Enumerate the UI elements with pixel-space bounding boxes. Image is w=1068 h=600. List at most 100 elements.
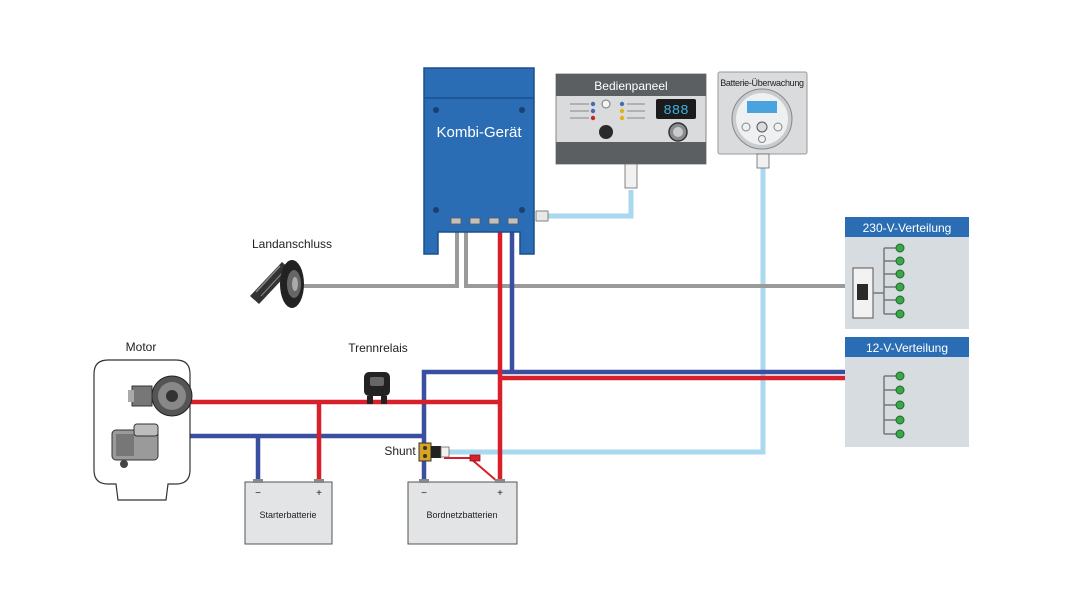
led-indicator — [619, 115, 625, 121]
dist-230v-title: 230-V-Verteilung — [863, 221, 952, 235]
trennrelais-label: Trennrelais — [348, 341, 408, 355]
trennrelais: Trennrelais — [348, 341, 408, 404]
data-cable-bedienpaneel — [548, 190, 634, 219]
batterie-ueberwachung: Batterie-Überwachung — [717, 71, 808, 169]
terminal-led — [895, 295, 905, 305]
kombi-screw-tl — [433, 107, 439, 113]
positive-cable-12v — [500, 375, 887, 432]
led-indicator — [590, 115, 596, 121]
bordnetzbatterien-terminal-neg — [419, 479, 429, 483]
terminal-led — [895, 282, 905, 292]
dist-12v-header — [845, 337, 969, 357]
bedienpaneel-header — [556, 74, 706, 96]
dist-12v-title: 12-V-Verteilung — [866, 341, 948, 355]
kombi-screw-tr — [519, 107, 525, 113]
terminal-led — [895, 385, 905, 395]
led-indicator — [619, 108, 625, 114]
starterbatterie-terminal-pos — [314, 479, 324, 483]
led-indicator — [590, 108, 596, 114]
bordnetzbatterien-terminal-pos — [495, 479, 505, 483]
terminal-led — [895, 371, 905, 381]
kombi-screw-bl — [433, 207, 439, 213]
shunt: Shunt — [384, 442, 481, 462]
monitor-button-right — [773, 122, 783, 132]
terminal-led — [895, 429, 905, 439]
motor-label: Motor — [126, 340, 157, 354]
kombi-data-plug — [535, 210, 549, 222]
monitor-display — [747, 101, 777, 113]
bedienpaneel: Bedienpaneel 888 — [555, 73, 707, 189]
busbar-230v — [873, 247, 899, 315]
landanschluss: Landanschluss — [250, 237, 332, 308]
kombi-screw-br — [519, 207, 525, 213]
dist-230v: 230-V-Verteilung — [845, 217, 969, 329]
bordnetzbatterien: − + Bordnetzbatterien — [407, 479, 518, 545]
bedienpaneel-display-value: 888 — [663, 103, 688, 119]
kombi-geraet: Kombi-Gerät — [423, 67, 549, 255]
bordnetzbatterien-plus: + — [497, 488, 503, 499]
monitor-plug — [756, 153, 770, 169]
dist-12v: 12-V-Verteilung — [845, 337, 969, 447]
kombi-port-2 — [469, 217, 481, 225]
kombi-title: Kombi-Gerät — [436, 124, 522, 141]
monitor-button-left — [741, 122, 751, 132]
breaker-switch — [857, 284, 868, 300]
monitor-button-center — [756, 121, 768, 133]
bordnetzbatterien-label: Bordnetzbatterien — [426, 510, 497, 520]
positive-cable-fuse — [444, 457, 499, 483]
terminal-led — [895, 400, 905, 410]
monitor-button-bottom — [758, 135, 766, 143]
alternator-icon — [128, 375, 193, 417]
kombi-port-3 — [488, 217, 500, 225]
bedienpaneel-display — [656, 99, 696, 119]
landanschluss-label: Landanschluss — [252, 237, 332, 251]
bordnetzbatterien-body — [407, 481, 518, 545]
ac-cables — [300, 222, 852, 288]
starterbatterie-body — [244, 481, 333, 545]
bedienpaneel-plug — [624, 163, 638, 189]
busbar-12v — [883, 375, 899, 435]
shunt-icon — [418, 442, 450, 462]
bedienpaneel-footer — [556, 142, 706, 164]
negative-cable-shunt-up — [421, 369, 508, 452]
ac-cable-230v — [464, 222, 852, 288]
negative-cable-12v — [508, 369, 883, 437]
bedienpaneel-knob-inner — [673, 127, 683, 137]
starter-motor-icon — [111, 423, 159, 468]
starterbatterie: − + Starterbatterie — [244, 479, 333, 545]
bedienpaneel-title: Bedienpaneel — [594, 79, 667, 93]
terminal-led — [895, 269, 905, 279]
starterbatterie-label: Starterbatterie — [259, 510, 316, 520]
ac-cable-landanschluss — [300, 222, 459, 288]
terminal-led — [895, 256, 905, 266]
monitor-title: Batterie-Überwachung — [720, 78, 804, 88]
bedienpaneel-leds-right — [619, 101, 645, 121]
dist-230v-header — [845, 217, 969, 237]
kombi-body — [423, 67, 535, 255]
led-indicator — [619, 101, 625, 107]
data-cables — [448, 168, 766, 455]
terminals-12v — [895, 371, 905, 439]
terminals-230v — [895, 243, 905, 319]
relay-icon — [364, 372, 390, 404]
bordnetzbatterien-minus: − — [421, 488, 427, 499]
shore-power-plug-icon — [250, 260, 304, 308]
shunt-label: Shunt — [384, 444, 416, 458]
fuse-icon — [469, 454, 481, 462]
bedienpaneel-button — [599, 125, 613, 139]
starterbatterie-minus: − — [255, 488, 261, 499]
starterbatterie-terminal-neg — [253, 479, 263, 483]
data-cable-batterie-ueberwachung — [448, 168, 766, 455]
negative-cables — [160, 222, 883, 482]
bedienpaneel-power-led — [601, 99, 611, 109]
led-indicator — [590, 101, 596, 107]
kombi-port-4 — [507, 217, 519, 225]
terminal-led — [895, 309, 905, 319]
motor: Motor — [93, 340, 193, 501]
starterbatterie-plus: + — [316, 488, 322, 499]
kombi-port-1 — [450, 217, 462, 225]
bedienpaneel-leds-left — [570, 101, 596, 121]
terminal-led — [895, 415, 905, 425]
terminal-led — [895, 243, 905, 253]
